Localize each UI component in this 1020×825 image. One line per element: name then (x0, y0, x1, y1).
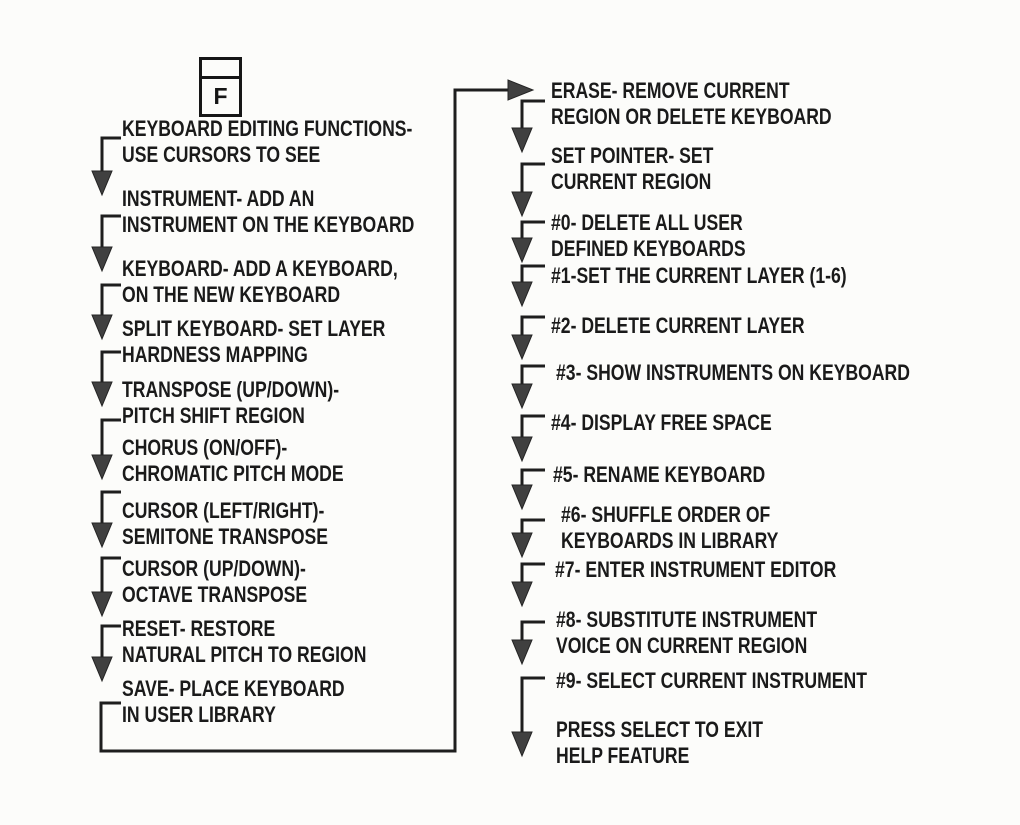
down-arrow-icon (91, 170, 113, 197)
flow-item-num5-rename-keyboard: #5- RENAME KEYBOARD (553, 462, 766, 487)
down-arrow-icon (511, 639, 533, 666)
flow-item-chorus: CHORUS (ON/OFF)- CHROMATIC PITCH MODE (122, 435, 344, 486)
flow-item-reset: RESET- RESTORE NATURAL PITCH TO REGION (122, 616, 367, 667)
bracket-line (520, 364, 545, 385)
down-arrow-icon (511, 383, 533, 410)
bracket-line (520, 220, 545, 239)
down-arrow-icon (91, 522, 113, 549)
flow-item-num7-enter-instrument-editor: #7- ENTER INSTRUMENT EDITOR (555, 557, 837, 582)
bracket-line (520, 264, 545, 283)
flow-item-num4-display-free-space: #4- DISPLAY FREE SPACE (551, 410, 772, 435)
bracket-line (520, 518, 545, 534)
flow-item-num2-delete-current-layer: #2- DELETE CURRENT LAYER (551, 313, 805, 338)
down-arrow-icon (511, 731, 533, 758)
flow-item-cursor-left-right: CURSOR (LEFT/RIGHT)- SEMITONE TRANSPOSE (122, 498, 329, 549)
f-key-top-cell (202, 60, 239, 79)
flow-item-transpose: TRANSPOSE (UP/DOWN)- PITCH SHIFT REGION (122, 377, 340, 428)
down-arrow-icon (91, 381, 113, 408)
flow-item-split-keyboard: SPLIT KEYBOARD- SET LAYER HARDNESS MAPPI… (122, 316, 386, 367)
flow-item-press-select-to-exit: PRESS SELECT TO EXIT HELP FEATURE (556, 717, 764, 768)
bracket-line (520, 468, 545, 486)
bracket-line (100, 556, 121, 593)
down-arrow-icon (511, 436, 533, 463)
flow-item-num0-delete-all-keyboards: #0- DELETE ALL USER DEFINED KEYBOARDS (551, 210, 746, 261)
f-key-icon: F (199, 57, 242, 117)
column-connector-line (99, 88, 508, 753)
down-arrow-icon (511, 581, 533, 608)
bracket-line (100, 214, 121, 248)
right-arrow-icon (507, 79, 535, 101)
bracket-line (100, 350, 121, 383)
flow-item-num3-show-instruments: #3- SHOW INSTRUMENTS ON KEYBOARD (556, 360, 910, 385)
bracket-line (100, 283, 121, 316)
bracket-line (520, 99, 545, 129)
down-arrow-icon (511, 237, 533, 264)
down-arrow-icon (511, 532, 533, 559)
bracket-line (100, 490, 121, 524)
f-key-label: F (213, 83, 228, 109)
flow-item-erase: ERASE- REMOVE CURRENT REGION OR DELETE K… (551, 78, 832, 129)
down-arrow-icon (511, 334, 533, 361)
flow-item-save: SAVE- PLACE KEYBOARD IN USER LIBRARY (122, 676, 345, 727)
flow-item-num8-substitute-instrument: #8- SUBSTITUTE INSTRUMENT VOICE ON CURRE… (556, 607, 818, 658)
flow-item-num6-shuffle-order: #6- SHUFFLE ORDER OF KEYBOARDS IN LIBRAR… (561, 502, 779, 553)
bracket-line (100, 624, 121, 658)
flow-item-keyboard-editing-functions: KEYBOARD EDITING FUNCTIONS- USE CURSORS … (122, 116, 413, 167)
flow-item-cursor-up-down: CURSOR (UP/DOWN)- OCTAVE TRANSPOSE (122, 556, 308, 607)
flow-item-keyboard: KEYBOARD- ADD A KEYBOARD, ON THE NEW KEY… (122, 256, 398, 307)
down-arrow-icon (511, 281, 533, 308)
down-arrow-icon (91, 246, 113, 273)
flow-item-num9-select-current-instrument: #9- SELECT CURRENT INSTRUMENT (556, 668, 867, 693)
bracket-line (520, 414, 545, 438)
down-arrow-icon (91, 591, 113, 618)
flow-item-set-pointer: SET POINTER- SET CURRENT REGION (551, 143, 714, 194)
flow-item-num1-set-current-layer: #1-SET THE CURRENT LAYER (1-6) (551, 263, 847, 288)
down-arrow-icon (91, 656, 113, 683)
bracket-line (100, 418, 121, 456)
down-arrow-icon (91, 314, 113, 341)
flow-item-instrument: INSTRUMENT- ADD AN INSTRUMENT ON THE KEY… (122, 186, 415, 237)
bracket-line (100, 136, 121, 172)
down-arrow-icon (91, 454, 113, 481)
bracket-line (520, 676, 545, 733)
bracket-line (520, 162, 545, 193)
down-arrow-icon (511, 484, 533, 511)
bracket-line (520, 315, 545, 336)
bracket-line (520, 562, 545, 583)
bracket-line (520, 620, 545, 641)
down-arrow-icon (511, 127, 533, 154)
down-arrow-icon (511, 191, 533, 218)
